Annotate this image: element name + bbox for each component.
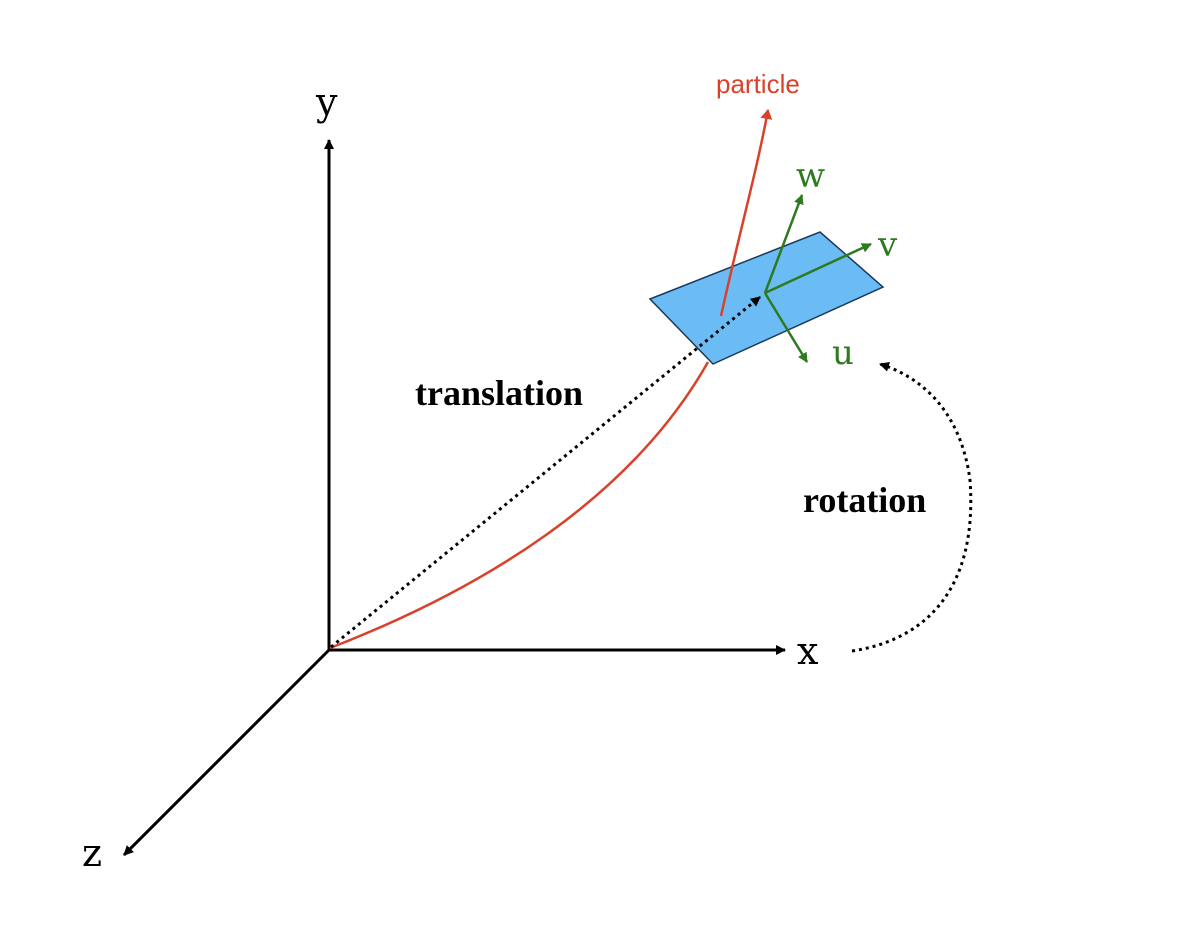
particle-trajectory-lower xyxy=(329,361,710,650)
w-axis-line xyxy=(763,194,804,294)
z-axis-label: z xyxy=(82,831,102,875)
u-axis-line xyxy=(763,292,809,363)
particle-label: particle xyxy=(716,69,800,99)
translation-label: translation xyxy=(415,373,583,413)
translation-vector xyxy=(330,295,761,649)
rotation-arc xyxy=(851,361,973,653)
w-axis-label: w xyxy=(796,156,825,196)
v-axis-label: v xyxy=(877,225,898,265)
z-axis-line xyxy=(122,648,331,857)
particle-trajectory-upper xyxy=(719,109,773,317)
x-axis-label: x xyxy=(797,629,818,673)
v-axis-line xyxy=(764,242,872,295)
u-axis-label: u xyxy=(832,333,854,373)
rotation-label: rotation xyxy=(803,480,926,520)
y-axis-label: y xyxy=(315,80,338,124)
